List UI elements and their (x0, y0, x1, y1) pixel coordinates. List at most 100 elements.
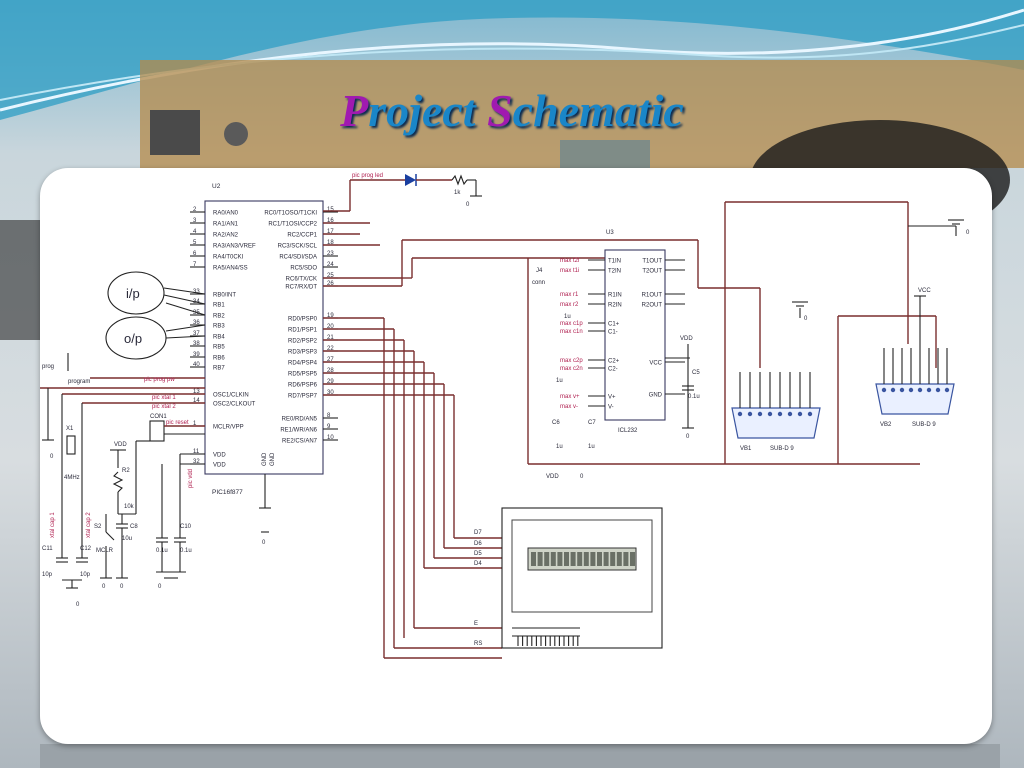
mcu-left-pin-label: RB5 (213, 345, 225, 351)
max232-right-pin-label: R2OUT (642, 303, 663, 309)
mcu-right-pin-number: 17 (327, 229, 334, 235)
prog-label: prog (42, 364, 54, 370)
mclr-label: MCLR (96, 548, 114, 554)
lcd-cells (531, 552, 635, 566)
mcu-left-pins: RA0/AN02RA1/AN13RA2/AN24RA3/AN3/VREF5RA4… (190, 207, 256, 469)
max232-net-label: max t2i (560, 258, 579, 264)
program-label: program (68, 379, 90, 385)
mcu-right-pin-number: 22 (327, 346, 334, 352)
c5-value: 0.1u (688, 394, 700, 400)
mcu-left-pin-number: 36 (193, 320, 200, 326)
mcu-gnd-label-2: GND (270, 452, 276, 466)
c8-label: C8 (130, 524, 138, 530)
lcd-char-cell (537, 552, 543, 566)
max232-right-pin-label: VCC (649, 361, 662, 367)
c10-label: C10 (180, 524, 192, 530)
mcu-right-pin-label: RC7/RX/DT (285, 285, 317, 291)
mcu-right-pin-label: RD3/PSP3 (288, 350, 318, 356)
crystal-icon (66, 435, 76, 455)
lcd-char-cell (550, 552, 556, 566)
max232-body (604, 249, 666, 421)
mcu-left-pin-label: VDD (213, 463, 226, 469)
mcu-left-pin-number: 39 (193, 352, 200, 358)
vb2-gnd-0: 0 (966, 230, 970, 236)
led-icon (405, 174, 416, 186)
c7-value: 1u (588, 444, 595, 450)
vb1-gnd-0: 0 (804, 316, 808, 322)
c6-label: C6 (552, 420, 560, 426)
max232-net-label: max c1p (560, 321, 583, 327)
mcu-left-pin-number: 40 (193, 362, 200, 368)
con1-label: CON1 (150, 414, 167, 420)
lcd-char-cell (557, 552, 563, 566)
mcu-right-pin-number: 19 (327, 313, 334, 319)
max232-left-pin-label: R1IN (608, 293, 622, 299)
max232-net-label: max v+ (560, 394, 580, 400)
mcu-left-pin-number: 37 (193, 331, 200, 337)
mcu-left-pin-label: RA2/AN2 (213, 233, 239, 239)
lcd-char-cell (544, 552, 550, 566)
slide-title: Project Schematic (0, 84, 1024, 137)
mcu-gnd-0: 0 (262, 540, 266, 546)
c12-value: 10p (80, 572, 91, 578)
c8-gnd-0: 0 (120, 584, 124, 590)
mcu-right-pin-number: 16 (327, 218, 334, 224)
mcu-u2: U2 PIC16f877 RA0/AN02RA1/AN13RA2/AN24RA3… (190, 183, 338, 496)
vb1-type-label: SUB-D 9 (770, 446, 794, 452)
lcd-char-cell (590, 552, 596, 566)
vdd-gnd-0: 0 (158, 584, 162, 590)
mcu-left-pin-number: 32 (193, 459, 200, 465)
mcu-left-pin-number: 33 (193, 289, 200, 295)
mcu-left-pin-label: OSC1/CLKIN (213, 393, 249, 399)
mcu-left-pin-label: RB6 (213, 356, 225, 362)
mcu-left-pin-label: RB4 (213, 335, 225, 341)
max232-net-label: max v- (560, 404, 578, 410)
c7-gnd-0: 0 (580, 474, 584, 480)
c5-label: C5 (692, 370, 700, 376)
c7-label: C7 (588, 420, 596, 426)
max-vdd-label: VDD (680, 336, 693, 342)
mcu-right-pin-label: RE2/CS/AN7 (282, 439, 318, 445)
mcu-right-pin-number: 9 (327, 424, 331, 430)
max-gnd-0: 0 (686, 434, 690, 440)
c3-value: 1u (556, 378, 563, 384)
max232-net-label: max r2 (560, 302, 579, 308)
lcd-char-cell (577, 552, 583, 566)
lcd-d4-label: D4 (474, 561, 482, 567)
mcu-right-pin-label: RD4/PSP4 (288, 361, 318, 367)
db9-pin-dot (935, 387, 941, 393)
lcd-char-cell (616, 552, 622, 566)
db9-pin-dot (917, 387, 923, 393)
db9-pin-dot (767, 411, 773, 417)
db9-vb2: 0 VCC VB2 SUB-D 9 (837, 219, 970, 464)
mcu-left-pin-label: RA4/T0CKI (213, 255, 244, 261)
db9-pin-dot (777, 411, 783, 417)
x1-label: X1 (66, 426, 74, 432)
oscillator: pic xtal 1 pic xtal 2 X1 4MHz C11 10p C1… (42, 393, 205, 608)
mcu-left-pin-number: 4 (193, 229, 197, 235)
input-ellipse (107, 271, 165, 315)
mcu-right-pin-number: 30 (327, 390, 334, 396)
mcu-left-pin-label: OSC2/CLKOUT (213, 402, 256, 408)
pic-prog-led-label: pic prog led (352, 173, 383, 179)
lcd-d5-label: D5 (474, 551, 482, 557)
db9-pin-dot (881, 387, 887, 393)
mcu-right-pin-label: RE0/RD/AN5 (282, 417, 318, 423)
pic-vdd-label: pic vdd (188, 469, 194, 488)
mcu-right-pin-number: 15 (327, 207, 334, 213)
icl232-label: ICL232 (618, 428, 638, 434)
xtal-cap2-label: xtal cap 2 (86, 512, 92, 538)
max232-left-pin-label: C1+ (608, 322, 620, 328)
mcu-ref: U2 (212, 183, 221, 190)
r-1k-label: 1k (454, 190, 461, 196)
mcu-left-pin-number: 2 (193, 207, 197, 213)
mcu-left-pin-label: RA5/AN4/SS (213, 266, 248, 272)
pic-xtal1-label: pic xtal 1 (152, 395, 176, 401)
mcu-right-pin-label: RD6/PSP6 (288, 383, 318, 389)
max232-net-label: max c1n (560, 329, 583, 335)
mcu-left-pin-label: RB0/INT (213, 293, 236, 299)
program-header: prog program pic prog pw 0 (40, 353, 205, 460)
max232-left-pin-label: V- (608, 405, 614, 411)
